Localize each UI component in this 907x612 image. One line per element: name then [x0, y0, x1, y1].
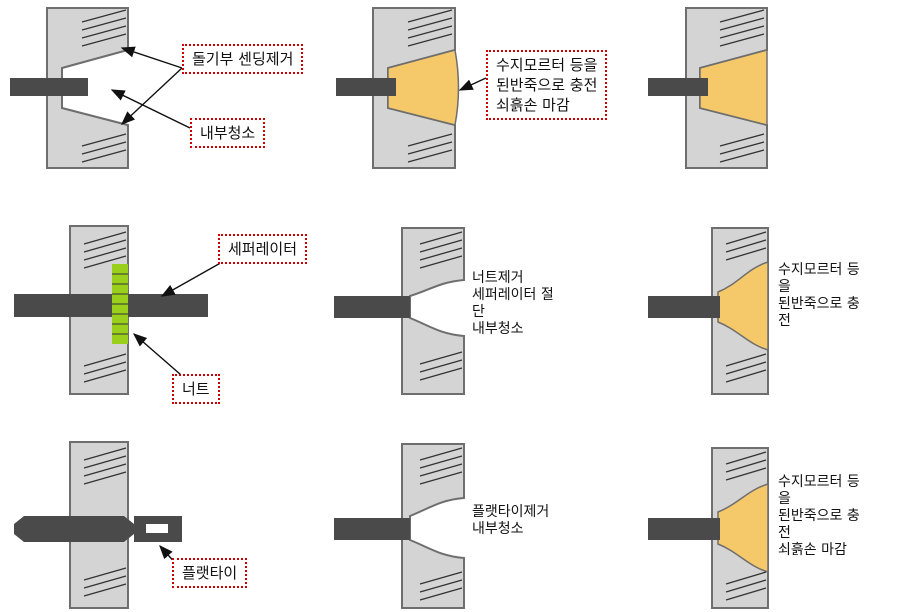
arrow: [110, 89, 191, 129]
fill-line-2: 된반죽으로 충전: [496, 76, 598, 94]
rod: [334, 296, 410, 318]
note-row2-right: 수지모르터 등 을 된반죽으로 충 전: [778, 262, 904, 340]
flat-tie: [14, 516, 134, 542]
row3-panel3: [648, 447, 769, 609]
wall-section: [401, 227, 465, 395]
hatch-lines: [83, 447, 127, 597]
note-line: 수지모르터 등: [778, 474, 860, 490]
note-line: 쇠흙손 마감: [778, 542, 847, 558]
fill-line-1: 수지모르터 등을: [496, 56, 598, 74]
row2-panel2: [334, 227, 465, 395]
label-flat-tie: 플랫타이: [172, 558, 248, 588]
note-line: 내부청소: [472, 321, 524, 337]
note-line: 을: [778, 279, 791, 295]
note-line: 된반죽으로 충: [778, 296, 860, 312]
arrow: [120, 46, 183, 69]
wall-section: [401, 443, 465, 609]
note-line: 을: [778, 491, 791, 507]
hatch-lines: [719, 9, 765, 163]
note-row3-middle: 플랫타이제거 내부청소: [472, 504, 622, 544]
label-nut: 너트: [172, 374, 220, 404]
hatch-lines: [407, 9, 453, 163]
rod: [336, 78, 396, 96]
note-line: 단: [472, 304, 485, 320]
rod: [648, 518, 720, 540]
label-separator: 세퍼레이터: [218, 234, 308, 264]
label-fill-instructions: 수지모르터 등을 된반죽으로 충전 쇠흙손 마감: [486, 50, 608, 120]
row3-panel1: [14, 441, 182, 609]
rod: [14, 294, 208, 317]
arrow: [458, 77, 487, 91]
nut-lines: [112, 273, 128, 335]
row1-panel3: [648, 7, 768, 169]
hatch-lines: [81, 9, 127, 163]
rod: [10, 78, 88, 96]
label-inner-cleaning: 내부청소: [190, 118, 266, 148]
note-line: 전: [778, 313, 791, 329]
note-row3-right: 수지모르터 등 을 된반죽으로 충 전 쇠흙손 마감: [778, 474, 904, 568]
note-line: 세퍼레이터 절: [472, 287, 554, 303]
note-line: 전: [778, 525, 791, 541]
row1-panel2: [336, 7, 460, 169]
hatch-lines: [725, 451, 767, 601]
note-line: 내부청소: [472, 521, 524, 537]
row1-panel1: [10, 7, 129, 169]
hatch-lines: [419, 231, 463, 381]
note-line: 플랫타이제거: [472, 504, 550, 520]
note-line: 된반죽으로 충: [778, 508, 860, 524]
row3-panel2: [334, 443, 465, 609]
rod: [334, 518, 410, 540]
note-row2-middle: 너트제거 세퍼레이터 절 단 내부청소: [472, 270, 622, 340]
row2-panel3: [648, 227, 769, 395]
hatch-lines: [419, 447, 463, 601]
note-line: 수지모르터 등: [778, 262, 860, 278]
row2-panel1: [14, 225, 208, 395]
hatch-lines: [725, 231, 767, 383]
arrow: [120, 67, 183, 125]
filler: [387, 49, 460, 126]
fill-line-3: 쇠흙손 마감: [496, 96, 570, 114]
note-line: 너트제거: [472, 270, 524, 286]
rod: [648, 78, 708, 96]
filler: [699, 49, 768, 126]
rod: [648, 296, 720, 318]
hatch-lines: [83, 231, 127, 383]
flat-tie-slot: [146, 524, 168, 533]
filler: [717, 482, 769, 574]
filler: [717, 260, 769, 352]
label-projection-removal: 돌기부 센딩제거: [182, 44, 304, 74]
